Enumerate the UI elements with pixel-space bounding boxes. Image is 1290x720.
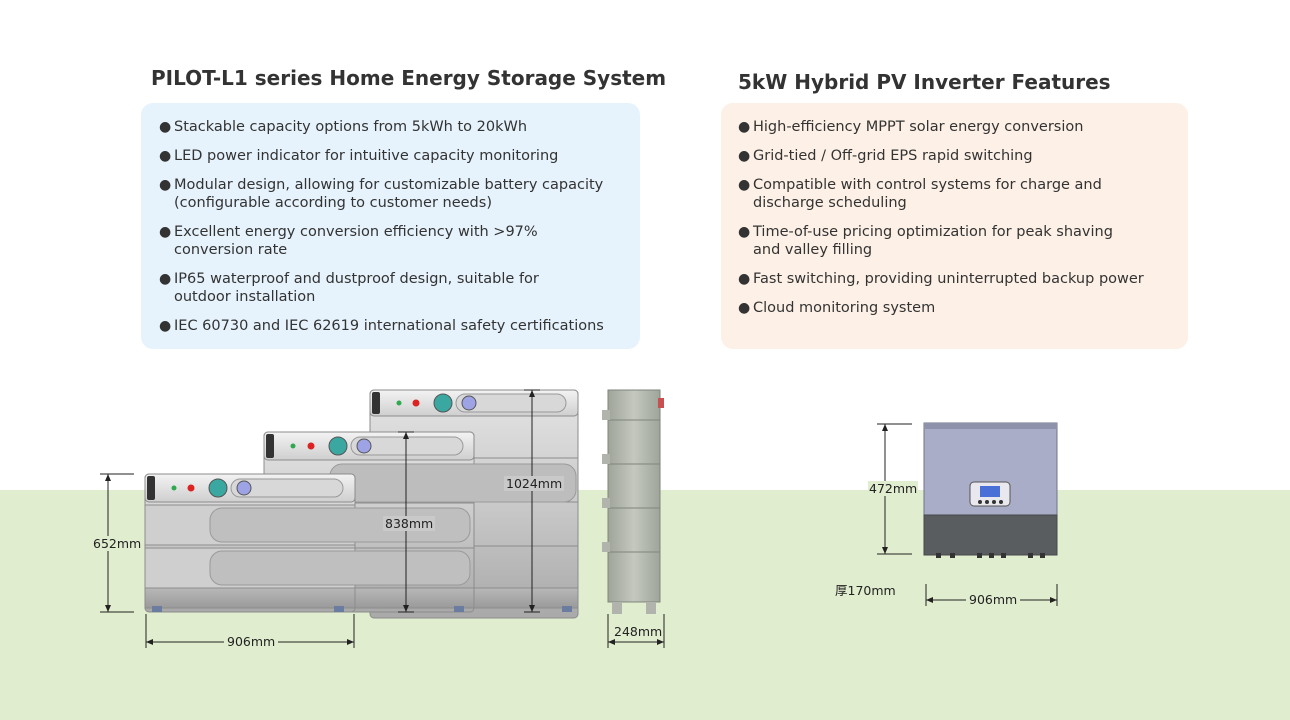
bullet-icon: ●: [738, 177, 751, 193]
storage-features-panel: ●Stackable capacity options from 5kWh to…: [141, 103, 640, 349]
inverter-unit: [923, 422, 1058, 558]
list-item: ●Stackable capacity options from 5kWh to…: [159, 119, 528, 135]
battery-stack-small: [144, 473, 471, 613]
dimension-arrows: [105, 390, 1057, 645]
bullet-icon: ●: [738, 300, 751, 316]
list-item: ●Grid-tied / Off-grid EPS rapid switchin…: [738, 148, 1033, 164]
bullet-icon: ●: [738, 119, 751, 135]
list-item: ●Cloud monitoring system: [738, 300, 936, 316]
storage-title: PILOT-L1 series Home Energy Storage Syst…: [151, 66, 667, 90]
list-item: ●Excellent energy conversion efficiency …: [159, 224, 538, 258]
list-item: ●Modular design, allowing for customizab…: [159, 177, 604, 211]
bullet-icon: ●: [159, 119, 172, 135]
dim-height-small: 652mm: [92, 536, 143, 551]
dim-height-large: 1024mm: [504, 476, 565, 491]
dim-thickness-inverter: 厚170mm: [835, 583, 896, 598]
list-item: ●Time-of-use pricing optimization for pe…: [738, 224, 1113, 258]
dim-width-battery: 906mm: [224, 634, 279, 649]
list-item: ●IEC 60730 and IEC 62619 international s…: [159, 318, 604, 334]
list-item: ●High-efficiency MPPT solar energy conve…: [738, 119, 1084, 135]
bullet-icon: ●: [159, 177, 172, 193]
dim-width-inverter: 906mm: [966, 592, 1021, 607]
inverter-features-panel: ●High-efficiency MPPT solar energy conve…: [721, 103, 1188, 349]
inverter-title: 5kW Hybrid PV Inverter Features: [738, 70, 1111, 94]
list-item: ●IP65 waterproof and dustproof design, s…: [159, 271, 539, 305]
dim-depth-battery: 248mm: [614, 624, 663, 639]
battery-side-view: [602, 389, 664, 614]
list-item: ●Fast switching, providing uninterrupted…: [738, 271, 1144, 287]
dim-height-inverter: 472mm: [868, 481, 919, 496]
bullet-icon: ●: [159, 271, 172, 287]
bullet-icon: ●: [738, 271, 751, 287]
bullet-icon: ●: [738, 148, 751, 164]
bullet-icon: ●: [159, 148, 172, 164]
list-item: ●Compatible with control systems for cha…: [738, 177, 1102, 211]
list-item: ●LED power indicator for intuitive capac…: [159, 148, 559, 164]
bullet-icon: ●: [738, 224, 751, 240]
bullet-icon: ●: [159, 224, 172, 240]
dim-height-medium: 838mm: [383, 516, 436, 531]
bullet-icon: ●: [159, 318, 172, 334]
